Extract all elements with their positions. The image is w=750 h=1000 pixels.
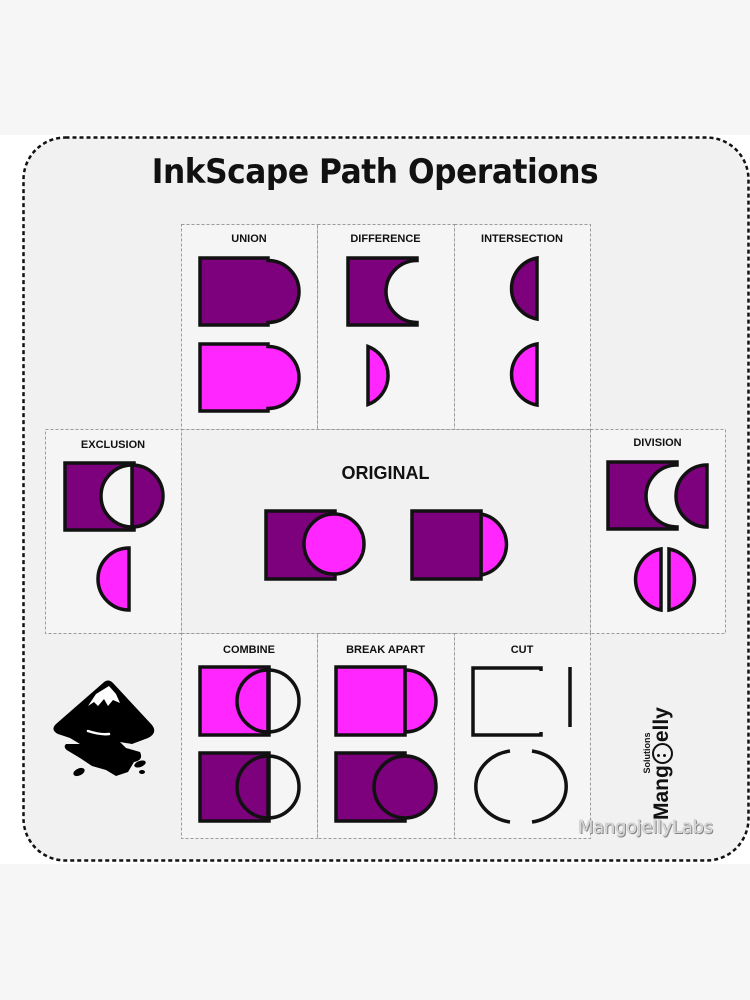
page-title: InkScape Path Operations — [151, 152, 599, 192]
intersection-purple-shape — [509, 255, 539, 322]
label-difference: DIFFERENCE — [350, 233, 421, 245]
difference-shapes — [346, 256, 419, 408]
difference-magenta-shape — [366, 343, 390, 408]
break-apart-shapes — [334, 665, 438, 823]
mangojelly-brand-logo: Mang elly Solutions — [610, 690, 730, 820]
union-purple-shape — [198, 256, 301, 327]
union-shapes — [198, 256, 301, 413]
division-shapes — [606, 460, 709, 613]
original-circle-front — [302, 512, 366, 576]
label-exclusion: EXCLUSION — [80, 439, 146, 451]
label-cut: CUT — [510, 644, 534, 656]
label-break-apart: BREAK APART — [346, 644, 425, 656]
watermark-text: MangojellyLabs — [578, 817, 713, 838]
union-magenta-shape — [198, 342, 301, 413]
original-circle-behind — [479, 511, 509, 578]
inkscape-logo — [53, 680, 155, 777]
smiley-icon — [651, 743, 673, 765]
original-square-2 — [410, 509, 483, 581]
label-division: DIVISION — [633, 437, 682, 449]
original-shapes — [264, 509, 509, 581]
exclusion-shapes — [63, 461, 165, 612]
intersection-shapes — [509, 255, 539, 408]
brand-name-tail: elly — [650, 707, 673, 743]
label-union: UNION — [231, 233, 267, 245]
difference-purple-shape — [346, 256, 419, 327]
label-intersection: INTERSECTION — [481, 233, 563, 245]
combine-shapes — [198, 665, 301, 823]
cut-shapes — [471, 666, 572, 824]
intersection-magenta-shape — [509, 341, 539, 408]
label-original: ORIGINAL — [341, 463, 430, 483]
brand-name-main: Mang — [650, 765, 673, 820]
label-combine: COMBINE — [223, 644, 275, 656]
brand-subtitle: Solutions — [642, 732, 652, 774]
